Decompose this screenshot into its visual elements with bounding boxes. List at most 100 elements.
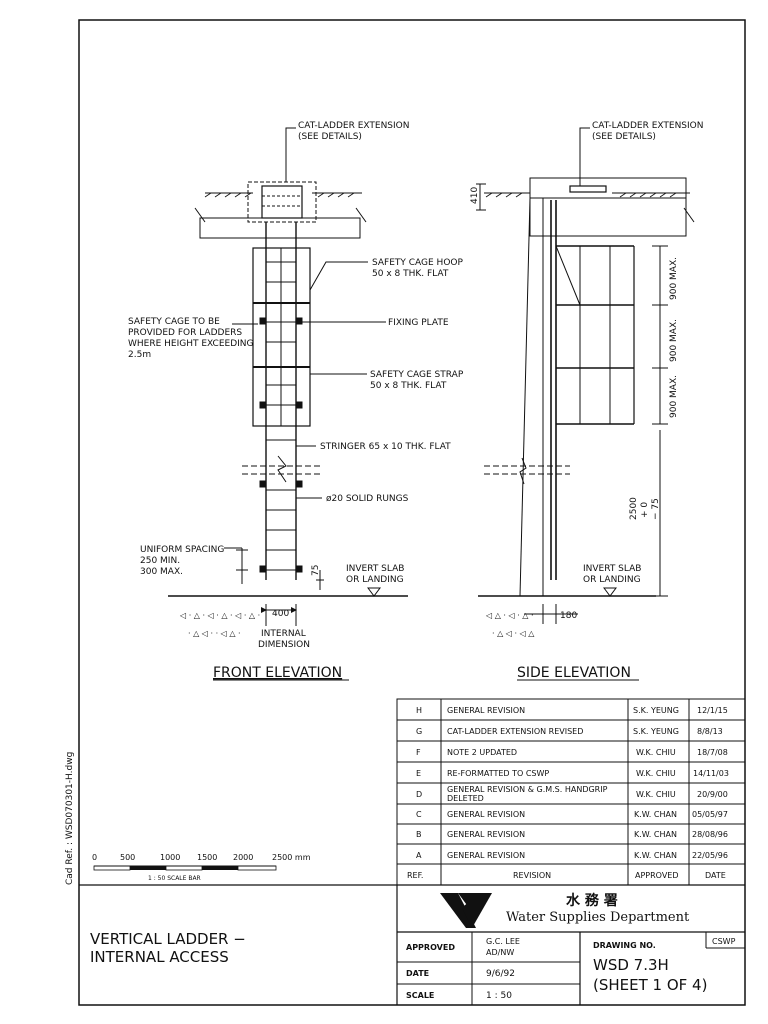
cage-note-line-4: 2.5m	[128, 350, 151, 360]
rev-by-e: W.K. CHIU	[636, 769, 676, 778]
rev-desc-c: GENERAL REVISION	[447, 810, 525, 819]
side-extension-callout-1: CAT-LADDER EXTENSION	[592, 121, 704, 131]
rev-date-f: 18/7/08	[697, 748, 728, 757]
svg-text:· △ ◁ · ·: · △ ◁ · · ◁ △ ·	[188, 629, 241, 638]
dim-900-middle: 900 MAX.	[669, 319, 679, 362]
drawing-number: WSD 7.3H	[593, 956, 669, 974]
scale-label: SCALE	[406, 991, 434, 1000]
drawing-title-line-1: VERTICAL LADDER −	[90, 930, 246, 948]
cage-note-line-3: WHERE HEIGHT EXCEEDING	[128, 339, 254, 349]
title-block-text: VERTICAL LADDER − INTERNAL ACCESS 水 務 署 …	[90, 892, 736, 1001]
svg-text:· △ ◁ · ◁ △: · △ ◁ · ◁ △	[492, 629, 535, 638]
rev-desc-a: GENERAL REVISION	[447, 851, 525, 860]
spacing-label-2: 250 MIN.	[140, 556, 180, 566]
scale-tick-1500: 1500	[197, 853, 217, 862]
rev-desc-g: CAT-LADDER EXTENSION REVISED	[447, 727, 583, 736]
side-labels: CAT-LADDER EXTENSION (SEE DETAILS) 410 9…	[470, 121, 704, 681]
rev-date-a: 22/05/96	[692, 851, 728, 860]
rungs-label: ø20 SOLID RUNGS	[326, 494, 409, 504]
front-elevation-title: FRONT ELEVATION	[213, 665, 342, 681]
department-english-name: Water Supplies Department	[506, 910, 690, 925]
scale-value: 1 : 50	[486, 991, 512, 1001]
dim-75: 75	[311, 565, 321, 576]
rev-ref-c: C	[416, 810, 422, 819]
scale-tick-500: 500	[120, 853, 135, 862]
rev-ref-h: H	[416, 706, 422, 715]
rev-date-e: 14/11/03	[693, 769, 729, 778]
side-extension-callout-2: (SEE DETAILS)	[592, 132, 656, 142]
side-elevation-title: SIDE ELEVATION	[517, 665, 631, 681]
strap-label-1: SAFETY CAGE STRAP	[370, 370, 464, 380]
rev-desc-f: NOTE 2 UPDATED	[447, 748, 517, 757]
side-invert-2: OR LANDING	[583, 575, 641, 585]
approved-post: AD/NW	[486, 948, 514, 957]
spacing-label-1: UNIFORM SPACING	[140, 545, 224, 555]
internal-dim-2: DIMENSION	[258, 640, 310, 650]
hoop-label-2: 50 x 8 THK. FLAT	[372, 269, 449, 279]
spacing-label-3: 300 MAX.	[140, 567, 183, 577]
hoop-label-1: SAFETY CAGE HOOP	[372, 258, 463, 268]
drawing-title-line-2: INTERNAL ACCESS	[90, 948, 229, 966]
rev-header-desc: REVISION	[513, 871, 551, 880]
dim-900-lower: 900 MAX.	[669, 375, 679, 418]
rev-date-g: 8/8/13	[697, 727, 723, 736]
sheet-border	[78, 19, 746, 1006]
rev-by-f: W.K. CHIU	[636, 748, 676, 757]
fixing-plate-label: FIXING PLATE	[388, 318, 449, 328]
rev-date-c: 05/05/97	[692, 810, 728, 819]
front-invert-2: OR LANDING	[346, 575, 404, 585]
date-label: DATE	[406, 969, 429, 978]
rev-ref-a: A	[416, 851, 422, 860]
dim-410: 410	[470, 187, 480, 204]
rev-date-h: 12/1/15	[697, 706, 728, 715]
rev-header-date: DATE	[705, 871, 726, 880]
department-chinese-name: 水 務 署	[566, 892, 618, 909]
dim-180: 180	[560, 611, 577, 621]
cage-note-line-1: SAFETY CAGE TO BE	[128, 317, 220, 327]
internal-dim-1: INTERNAL	[261, 629, 306, 639]
svg-text:◁ · △ · ◁ · △: ◁ · △ · ◁ · △ · ◁ · △ ·	[179, 611, 260, 620]
drawing-no-label: DRAWING NO.	[593, 941, 656, 950]
rev-desc-d: GENERAL REVISION & G.M.S. HANDGRIP	[447, 785, 608, 794]
rev-by-d: W.K. CHIU	[636, 790, 676, 799]
rev-ref-f: F	[416, 748, 421, 757]
front-labels: CAT-LADDER EXTENSION (SEE DETAILS) SAFET…	[128, 121, 464, 681]
scale-tick-0: 0	[92, 853, 97, 862]
rev-desc-d-2: DELETED	[447, 794, 484, 803]
rev-ref-b: B	[416, 830, 422, 839]
dim-2500: 2500	[629, 497, 639, 520]
rev-by-c: K.W. CHAN	[634, 810, 677, 819]
rev-date-d: 20/9/00	[697, 790, 728, 799]
rev-desc-b: GENERAL REVISION	[447, 830, 525, 839]
scale-tick-2000: 2000	[233, 853, 253, 862]
side-invert-1: INVERT SLAB	[583, 564, 641, 574]
dim-900-upper: 900 MAX.	[669, 257, 679, 300]
cad-reference: Cad Ref. : WSD070301-H.dwg	[65, 752, 75, 885]
revision-rows: H GENERAL REVISION S.K. YEUNG 12/1/15 G …	[407, 706, 729, 880]
rev-ref-g: G	[416, 727, 422, 736]
sheet-number: (SHEET 1 OF 4)	[593, 976, 707, 994]
title-block-lines	[79, 884, 745, 1005]
scale-bar-caption: 1 : 50 SCALE BAR	[148, 875, 201, 882]
rev-ref-e: E	[416, 769, 421, 778]
rev-by-a: K.W. CHAN	[634, 851, 677, 860]
front-extension-callout-1: CAT-LADDER EXTENSION	[298, 121, 410, 131]
rev-desc-e: RE-FORMATTED TO CSWP	[447, 769, 549, 778]
side-elevation: ◁ △ · ◁ · △ · · △ ◁ · ◁ △	[476, 127, 695, 638]
scale-tick-1000: 1000	[160, 853, 180, 862]
approved-label: APPROVED	[406, 943, 455, 952]
wsd-logo	[440, 893, 492, 928]
rev-header-ref: REF.	[407, 871, 423, 880]
svg-text:◁ △ · ◁ · △ ·: ◁ △ · ◁ · △ ·	[485, 611, 534, 620]
front-extension-callout-2: (SEE DETAILS)	[298, 132, 362, 142]
date-value: 9/6/92	[486, 969, 515, 979]
approved-name: G.C. LEE	[486, 937, 520, 946]
dim-2500-minus: − 75	[651, 498, 661, 520]
front-invert-1: INVERT SLAB	[346, 564, 404, 574]
stringer-label: STRINGER 65 x 10 THK. FLAT	[320, 442, 451, 452]
cswp-label: CSWP	[712, 937, 736, 946]
rev-by-h: S.K. YEUNG	[633, 706, 679, 715]
scale-bar: 0 500 1000 1500 2000 2500 mm 1 : 50 SCAL…	[92, 853, 311, 882]
rev-header-approved: APPROVED	[635, 871, 679, 880]
